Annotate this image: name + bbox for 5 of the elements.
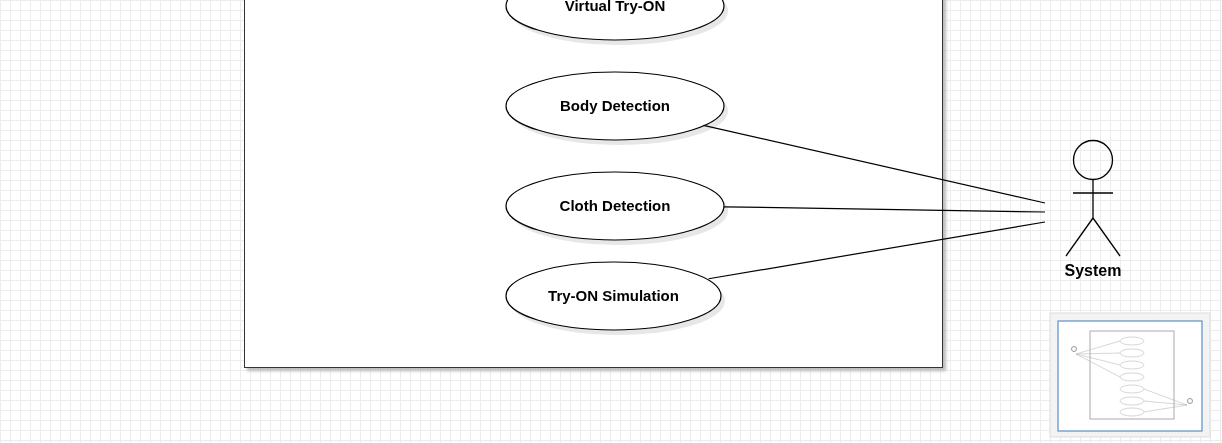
actor-label: System: [1063, 262, 1123, 280]
association-line: [708, 221, 1046, 280]
system-boundary: [244, 0, 943, 368]
association-line: [702, 124, 1046, 204]
association-line: [723, 206, 1046, 213]
